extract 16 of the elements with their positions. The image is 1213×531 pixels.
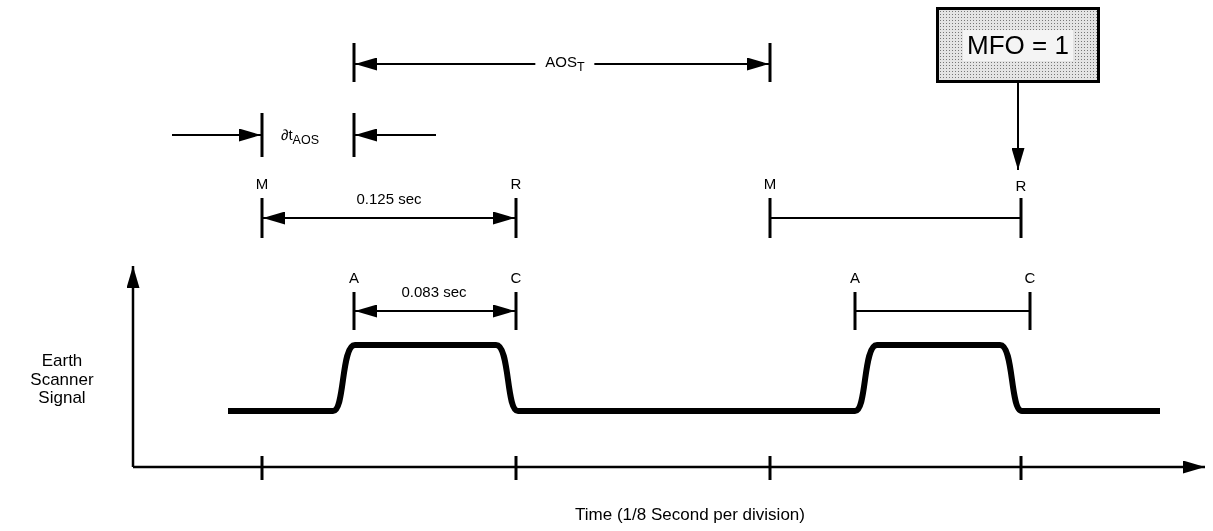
tick-letter: M [255,175,269,193]
status-box [936,7,1100,83]
dimension-label: ∂t$_{AOS}$ [281,126,319,148]
tick-letter-text: R [1015,176,1027,194]
tick-letter: A [349,269,359,287]
arrow [1011,82,1025,171]
tick-letter: C [1024,269,1036,287]
tick-letter: M [763,175,777,193]
axis-title: Earth Scanner Signal [29,351,95,409]
tick-letter: C [510,269,522,287]
axis-title: Time (1/8 Second per division) [575,505,805,525]
tick-letter: A [850,269,860,287]
status-text: MFO = 1 [963,29,1073,61]
tick-letter: R [510,175,522,193]
dimension-label: 0.083 sec [401,283,467,301]
dimension-label: 0.125 sec [356,190,422,208]
